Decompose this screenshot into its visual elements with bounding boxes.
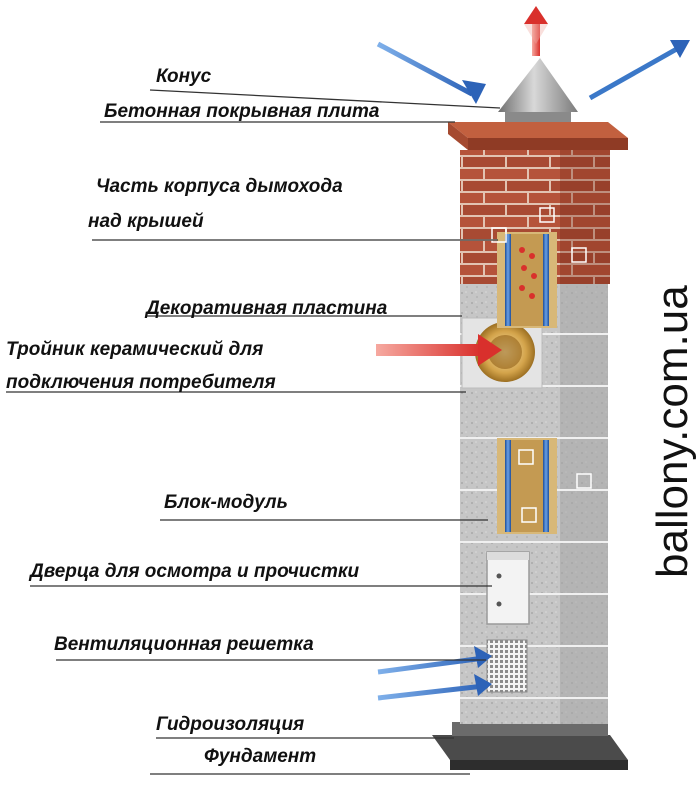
label-waterproofing: Гидроизоляция — [156, 714, 305, 735]
foundation-slab — [432, 735, 628, 770]
label-tee-line2: подключения потребителя — [6, 372, 276, 393]
leader-lines — [6, 89, 501, 775]
cone-cap-icon — [498, 58, 578, 122]
label-decor-plate: Декоративная пластина — [146, 298, 388, 319]
inspection-door — [486, 551, 530, 625]
label-cover-slab: Бетонная покрывная плита — [104, 101, 380, 122]
label-above-roof-line2: над крышей — [88, 211, 204, 232]
ventilation-grille — [486, 639, 528, 693]
label-vent-grille: Вентиляционная решетка — [54, 634, 314, 655]
label-foundation: Фундамент — [204, 746, 317, 767]
hot-air-arrow-icon — [524, 6, 548, 56]
label-door: Дверца для осмотра и прочистки — [30, 561, 360, 582]
cold-air-arrow-icon — [376, 41, 486, 104]
concrete-cover-slab — [448, 122, 628, 150]
label-tee-line1: Тройник керамический для — [6, 339, 264, 360]
label-cone: Конус — [156, 66, 212, 87]
cold-air-out-arrow-icon — [588, 40, 690, 101]
label-above-roof-line1: Часть корпуса дымохода — [96, 176, 343, 197]
label-block-module: Блок-модуль — [164, 492, 288, 513]
watermark-text: ballony.com.ua — [648, 285, 697, 578]
waterproofing-layer — [452, 722, 608, 736]
brick-stack — [460, 150, 610, 328]
hot-air-tee-arrow-icon — [376, 334, 502, 366]
